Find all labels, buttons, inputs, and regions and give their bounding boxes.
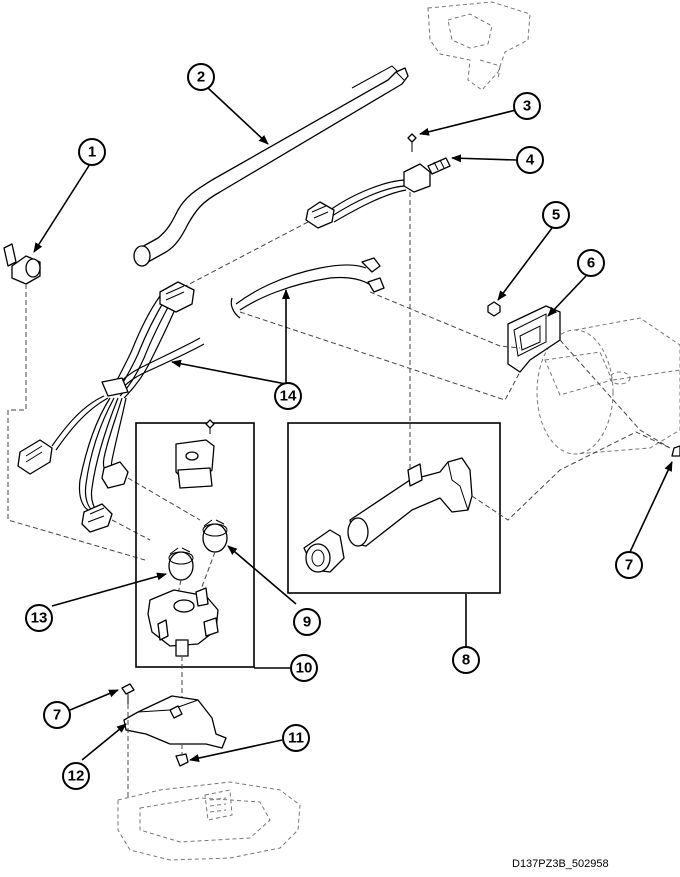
drawing-code: D137PZ3B_502958 (512, 858, 609, 870)
callout-3: 3 (513, 92, 541, 120)
ghost-top-bracket (427, 1, 531, 91)
callout-1: 1 (78, 138, 106, 166)
valve-assembly-box (135, 422, 255, 668)
svg-text:2: 2 (197, 69, 205, 86)
dispenser (303, 431, 671, 573)
svg-text:12: 12 (68, 768, 85, 785)
wire-harness (17, 257, 385, 541)
svg-text:11: 11 (288, 730, 304, 747)
svg-text:13: 13 (31, 610, 48, 627)
leader-lines (33, 87, 673, 762)
ghost-tub-drum (536, 317, 680, 455)
svg-text:3: 3 (523, 98, 531, 115)
callout-10: 10 (290, 654, 318, 682)
svg-text:5: 5 (552, 207, 560, 224)
callout-13: 13 (25, 604, 53, 632)
svg-text:14: 14 (280, 388, 297, 405)
callout-14: 14 (274, 382, 302, 410)
callout-11: 11 (282, 724, 310, 752)
ghost-base-housing (117, 781, 301, 861)
svg-text:6: 6 (587, 255, 595, 272)
hose-adapter (3, 243, 146, 561)
svg-text:4: 4 (526, 152, 535, 169)
dispenser-box (287, 422, 501, 594)
callout-2: 2 (187, 63, 215, 91)
callout-9: 9 (293, 608, 321, 636)
svg-text:7: 7 (53, 707, 61, 724)
valve-bracket (121, 445, 680, 800)
callout-12: 12 (62, 762, 90, 790)
svg-text:10: 10 (296, 660, 313, 677)
callout-6: 6 (577, 249, 605, 277)
svg-text:8: 8 (462, 652, 470, 669)
svg-text:9: 9 (303, 614, 311, 631)
pressure-fitting (177, 133, 451, 468)
callout-5: 5 (542, 201, 570, 229)
callout-4: 4 (516, 146, 544, 174)
valve-assembly (147, 419, 228, 716)
callout-7-left: 7 (43, 701, 71, 729)
svg-text:1: 1 (88, 144, 96, 161)
switch-bracket (239, 291, 671, 449)
svg-text:7: 7 (625, 557, 633, 574)
callout-7-right: 7 (615, 551, 643, 579)
callout-8: 8 (452, 646, 480, 674)
fill-tube (133, 65, 409, 267)
